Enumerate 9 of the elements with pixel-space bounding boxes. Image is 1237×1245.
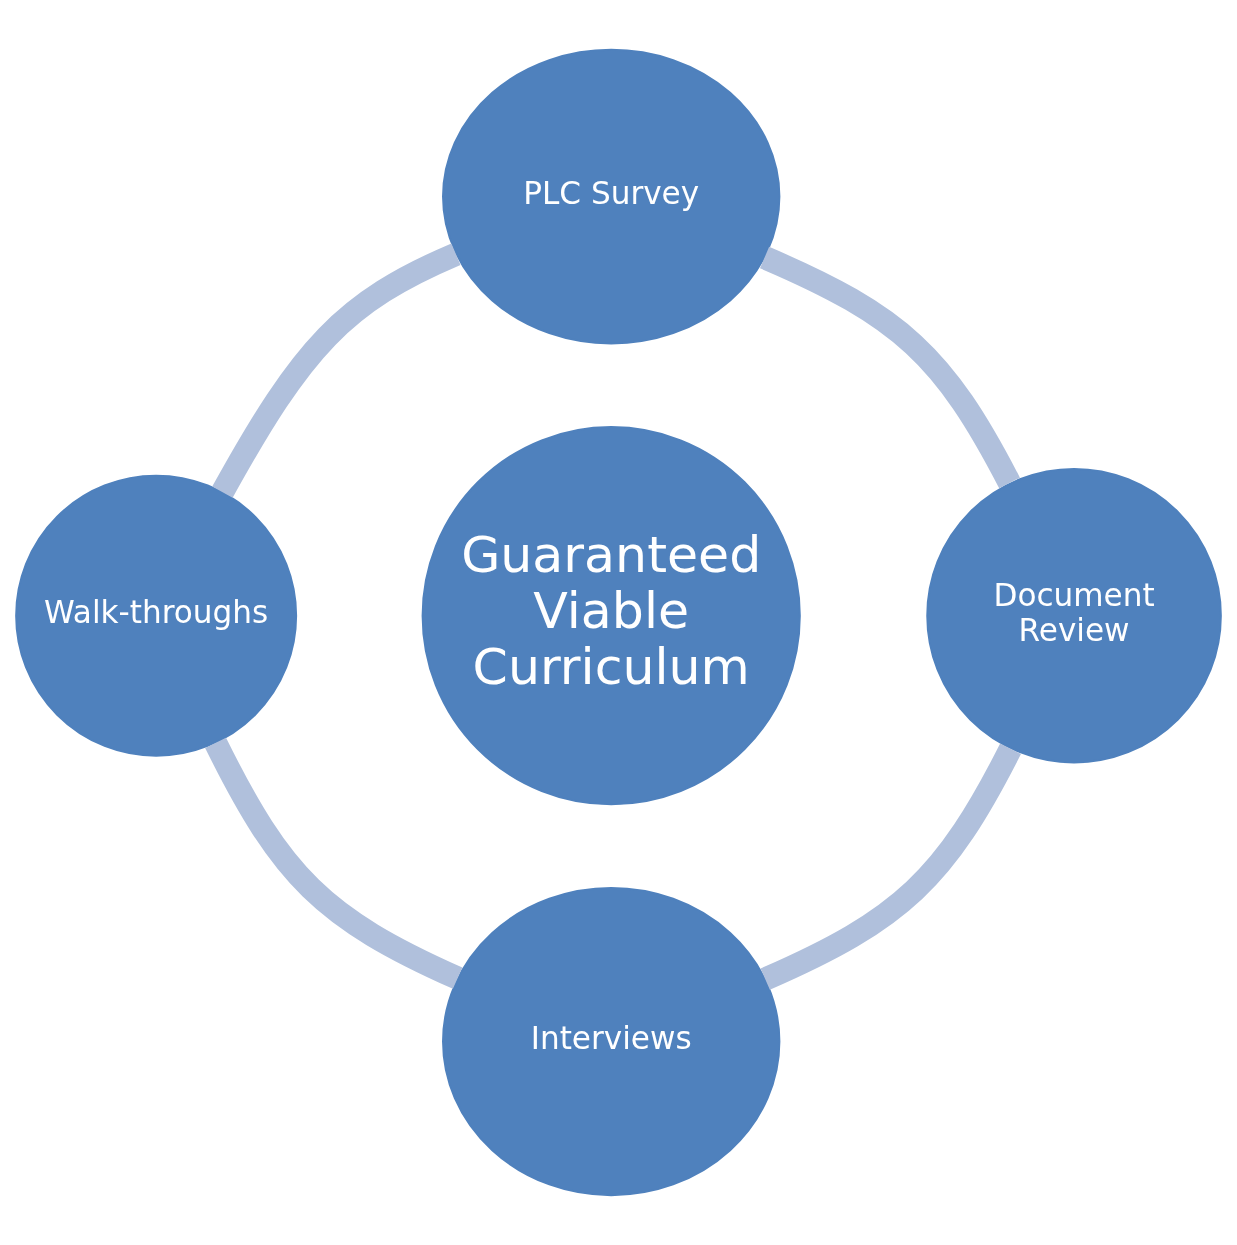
connector: [759, 246, 1020, 489]
connector: [205, 737, 463, 989]
node-circle: Walk-throughs: [15, 474, 298, 757]
node-circle: Interviews: [442, 887, 781, 1197]
connector: [760, 743, 1021, 990]
node-ellipse: PLC Survey: [442, 48, 781, 345]
node-circle: Document Review: [926, 467, 1222, 764]
connector: [212, 243, 461, 498]
node-circle: Guaranteed Viable Curriculum: [421, 426, 801, 806]
